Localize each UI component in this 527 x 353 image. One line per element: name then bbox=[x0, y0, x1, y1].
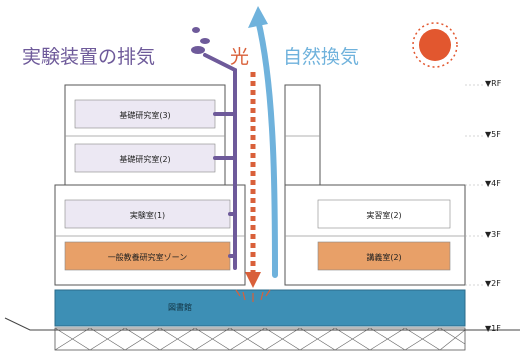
room-lab-basic-3: 基礎研究室(3) bbox=[119, 111, 171, 120]
room-library: 図書館 bbox=[168, 303, 192, 312]
foundation bbox=[54, 327, 466, 351]
room-practice-2-box bbox=[317, 199, 451, 229]
floor-4f: ▼4F bbox=[485, 179, 501, 188]
caption-light: 光 bbox=[230, 46, 250, 68]
room-general-zone: 一般教養研究室ゾーン bbox=[107, 253, 188, 262]
floor-3f: ▼3F bbox=[485, 230, 501, 239]
ventilation-arrow bbox=[248, 6, 278, 278]
building-left bbox=[54, 84, 246, 286]
room-lab-basic-3-box bbox=[74, 99, 216, 129]
floor-2f: ▼2F bbox=[485, 279, 501, 288]
room-library-box bbox=[54, 289, 466, 327]
room-lab-basic-2-box bbox=[74, 143, 216, 173]
building-right bbox=[284, 84, 466, 286]
caption-exhaust: 実験装置の排気 bbox=[22, 46, 156, 68]
light-beam bbox=[245, 72, 261, 288]
room-lab-1-box bbox=[64, 199, 231, 229]
room-lab-1: 実験室(1) bbox=[129, 211, 166, 220]
floor-1f: ▼1F bbox=[485, 324, 501, 333]
room-lecture-2: 講義室(2) bbox=[366, 253, 402, 262]
sun-icon bbox=[412, 22, 458, 68]
exhaust-puff-icon bbox=[191, 27, 210, 54]
room-general-zone-box bbox=[64, 241, 231, 271]
room-lab-basic-2: 基礎研究室(2) bbox=[119, 155, 171, 164]
floor-level-lines bbox=[465, 84, 485, 286]
ground-line bbox=[4, 317, 520, 331]
room-practice-2: 実習室(2) bbox=[366, 211, 402, 220]
exhaust-duct bbox=[203, 53, 237, 270]
caption-ventilation: 自然換気 bbox=[283, 46, 360, 68]
floor-rf: ▼RF bbox=[485, 79, 502, 88]
room-lecture-2-box bbox=[317, 241, 451, 271]
floor-5f: ▼5F bbox=[485, 130, 501, 139]
light-rays bbox=[235, 289, 271, 302]
